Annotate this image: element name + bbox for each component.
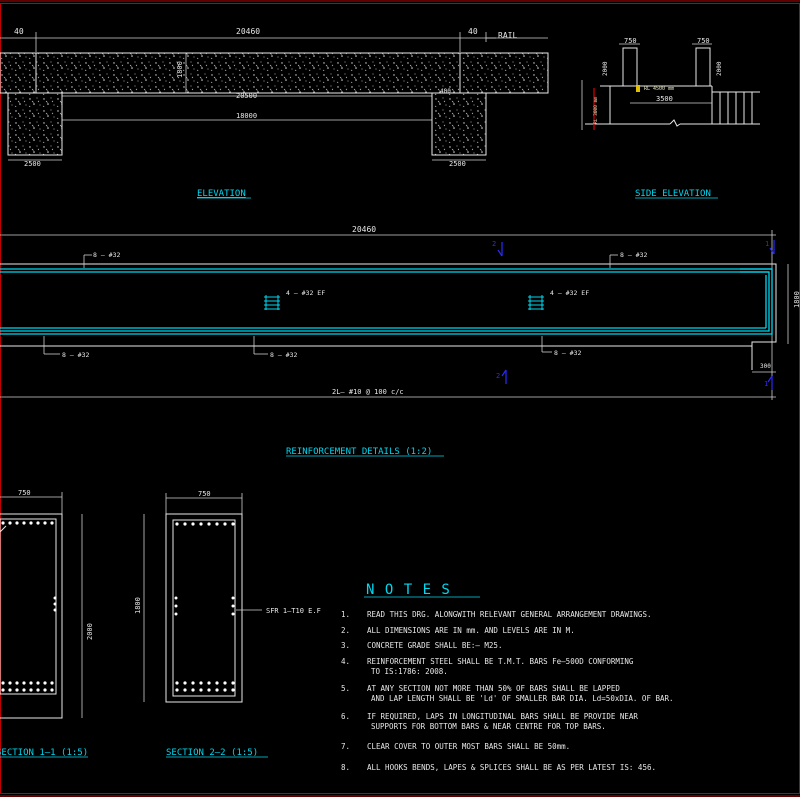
note-text: ALL DIMENSIONS ARE IN mm. AND LEVELS ARE… bbox=[367, 626, 575, 635]
section-1-width: 750 bbox=[18, 489, 31, 497]
section-1-view: 750 2000 SECTION 1–1 (1:5) bbox=[0, 489, 94, 758]
side-bar-marker-right bbox=[528, 295, 544, 310]
reinf-dim-depth: 1800 bbox=[793, 291, 800, 308]
reinf-bottom-bar-1: 8 – #32 bbox=[62, 351, 89, 359]
section-2-height: 1800 bbox=[134, 597, 142, 614]
reinforcement-view: 20460 1800 300 8 – #32 8 – #32 4 – bbox=[0, 225, 800, 457]
side-dim-width: 3500 bbox=[656, 95, 673, 103]
note-text: READ THIS DRG. ALONGWITH RELEVANT GENERA… bbox=[367, 610, 651, 619]
note-text: AT ANY SECTION NOT MORE THAN 50% OF BARS… bbox=[367, 684, 620, 693]
side-dim-top-left: 750 bbox=[624, 37, 637, 45]
section-1-title: SECTION 1–1 (1:5) bbox=[0, 748, 88, 758]
section-1-side-bars bbox=[53, 596, 57, 612]
elevation-view: 40 20460 40 RAIL 1800 20500 18000 400 25… bbox=[0, 27, 549, 199]
elev-dim-pier-right: 2500 bbox=[449, 160, 466, 168]
reinf-side-bar-right: 4 – #32 EF bbox=[550, 289, 589, 297]
side-dim-left-height: 2000 bbox=[602, 61, 609, 76]
side-elevation-title: SIDE ELEVATION bbox=[635, 189, 711, 199]
note-number: 5. bbox=[341, 684, 350, 693]
note-number: 1. bbox=[341, 610, 350, 619]
reinforcement-title: REINFORCEMENT DETAILS (1:2) bbox=[286, 447, 432, 457]
reinf-dim-overall: 20460 bbox=[352, 225, 376, 234]
reinf-bottom-bar-3: 8 – #32 bbox=[554, 349, 581, 357]
section-2-side-face: SFR 1–T10 E.F bbox=[266, 607, 321, 615]
reinf-top-bar-right: 8 – #32 bbox=[620, 251, 647, 259]
note-text: CONCRETE GRADE SHALL BE:– M25. bbox=[367, 641, 502, 650]
elev-dim-left-gap: 40 bbox=[14, 27, 24, 36]
reinf-top-bar-left: 8 – #32 bbox=[93, 251, 120, 259]
section-2-width: 750 bbox=[198, 490, 211, 498]
elev-beam bbox=[0, 52, 549, 94]
notes-heading: N O T E S bbox=[366, 582, 451, 598]
elev-bearing-tag: 400 bbox=[440, 88, 451, 95]
note-text: AND LAP LENGTH SHALL BE 'Ld' OF SMALLER … bbox=[371, 694, 674, 703]
note-text: ALL HOOKS BENDS, LAPES & SPLICES SHALL B… bbox=[367, 763, 656, 772]
elev-pier-right bbox=[431, 92, 487, 156]
note-text: TO IS:1786: 2008. bbox=[371, 667, 448, 676]
note-text: CLEAR COVER TO OUTER MOST BARS SHALL BE … bbox=[367, 742, 570, 751]
side-dim-top-right: 750 bbox=[697, 37, 710, 45]
note-text: SUPPORTS FOR BOTTOM BARS & NEAR CENTRE F… bbox=[371, 722, 606, 731]
elev-dim-pier-left: 2500 bbox=[24, 160, 41, 168]
notes-block: N O T E S 1. READ THIS DRG. ALONGWITH REL… bbox=[341, 582, 674, 772]
elev-dim-right-gap: 40 bbox=[468, 27, 478, 36]
section-mark-2: 2 2 bbox=[492, 240, 507, 384]
elev-dim-span-clear: 18000 bbox=[236, 112, 257, 120]
note-number: 4. bbox=[341, 657, 350, 666]
note-text: IF REQUIRED, LAPS IN LONGITUDINAL BARS S… bbox=[367, 712, 638, 721]
note-number: 7. bbox=[341, 742, 350, 751]
note-number: 2. bbox=[341, 626, 350, 635]
section-2-bottom-bars bbox=[175, 681, 235, 692]
note-number: 3. bbox=[341, 641, 350, 650]
section-2-side-bars bbox=[174, 596, 235, 616]
section-2-view: 750 1800 SFR 1–T10 E.F SECTION 2–2 (1:5) bbox=[134, 490, 321, 758]
elev-pier-left bbox=[7, 92, 63, 156]
section-mark-2-bottom-label: 2 bbox=[496, 372, 500, 380]
side-bar-marker-left bbox=[264, 295, 280, 310]
reinf-side-bar-left: 4 – #32 EF bbox=[286, 289, 325, 297]
section-1-bottom-bars bbox=[1, 681, 54, 692]
elev-rail-label: RAIL bbox=[498, 31, 517, 40]
note-text: REINFORCEMENT STEEL SHALL BE T.M.T. BARS… bbox=[367, 657, 634, 666]
section-1-top-bars bbox=[1, 521, 54, 525]
reinf-dim-end-width: 300 bbox=[760, 363, 771, 370]
side-elevation-view: 750 750 2000 2000 RL 4500 mm RL 3000 mm … bbox=[581, 37, 760, 199]
section-mark-1-bottom-label: 1 bbox=[764, 380, 768, 388]
note-number: 8. bbox=[341, 763, 350, 772]
section-2-top-bars bbox=[175, 522, 235, 526]
side-vertical-tag: RL 3000 mm bbox=[593, 97, 599, 124]
elevation-title: ELEVATION bbox=[197, 189, 246, 199]
section-mark-1-top-label: 1 bbox=[765, 240, 769, 248]
side-level-tag: RL 4500 mm bbox=[644, 86, 674, 92]
section-1-height: 2000 bbox=[86, 623, 94, 640]
reinf-stirrups: 2L– #10 @ 100 c/c bbox=[332, 388, 404, 396]
elev-dim-depth: 1800 bbox=[176, 61, 184, 78]
elev-dim-overall: 20460 bbox=[236, 27, 260, 36]
note-number: 6. bbox=[341, 712, 350, 721]
section-mark-2-top-label: 2 bbox=[492, 240, 496, 248]
side-dim-right-height: 2000 bbox=[716, 61, 723, 76]
elev-dim-span-outer: 20500 bbox=[236, 92, 257, 100]
reinf-bottom-bar-2: 8 – #32 bbox=[270, 351, 297, 359]
section-2-title: SECTION 2–2 (1:5) bbox=[166, 748, 258, 758]
section-mark-1: 1 1 bbox=[764, 240, 775, 390]
